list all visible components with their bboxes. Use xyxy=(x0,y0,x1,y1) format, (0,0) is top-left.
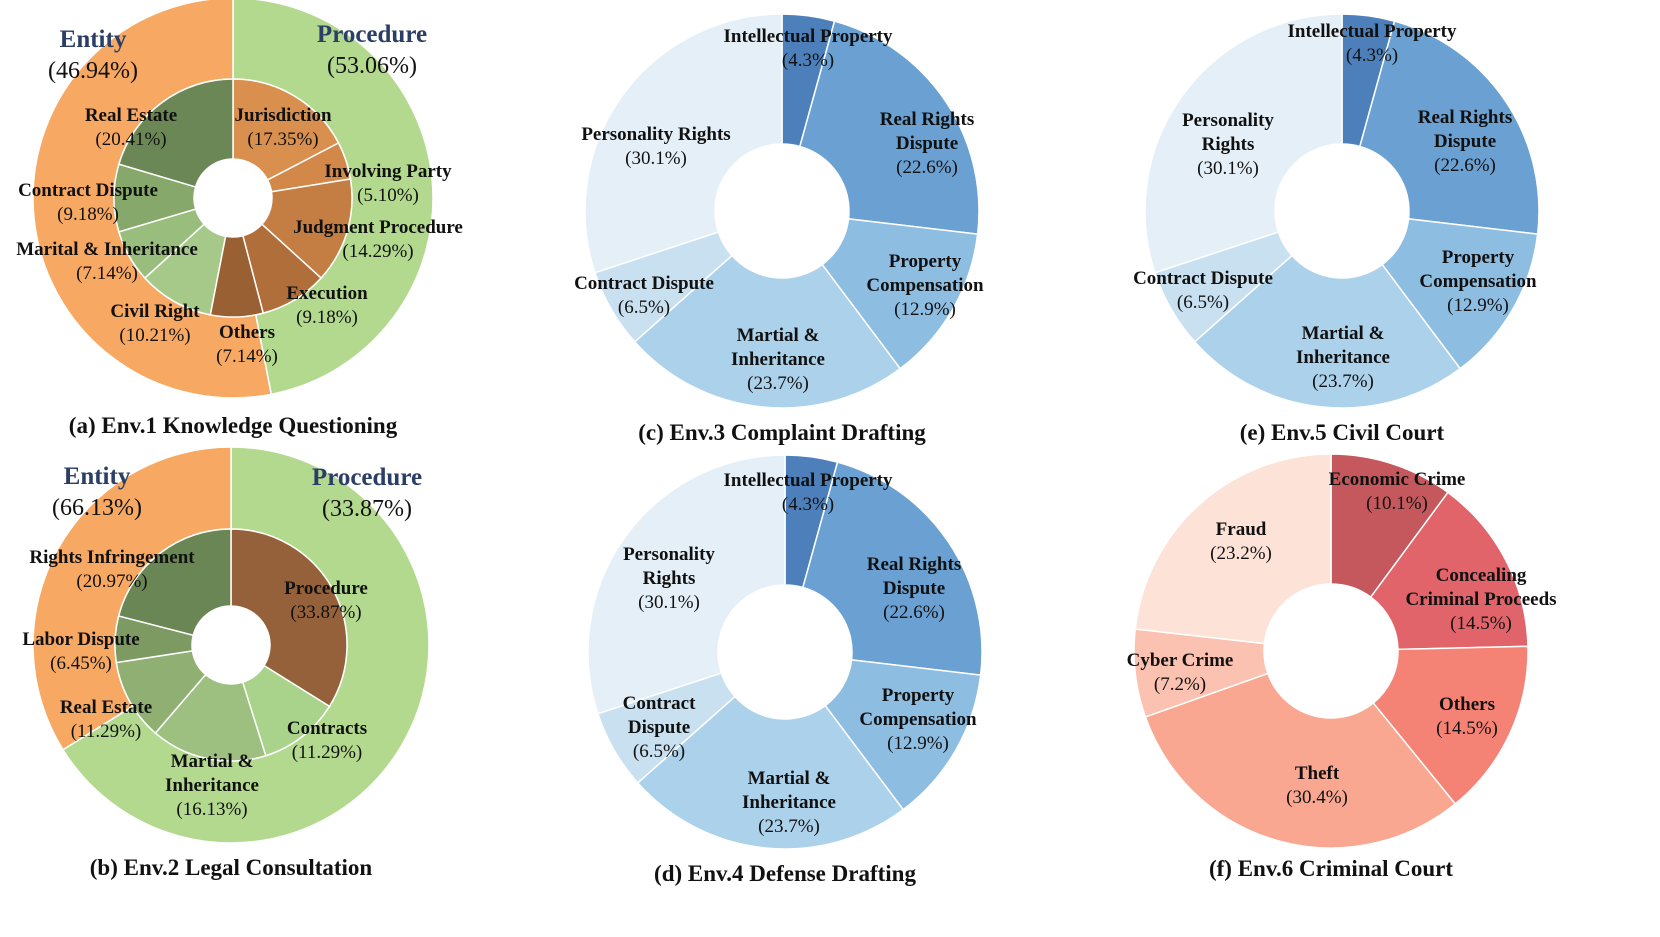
env6-label-cyber-crime: Cyber Crime(7.2%) xyxy=(1127,650,1234,695)
env4-slice-martial-and-inheritance xyxy=(636,695,905,850)
env1-inner-slice-real-estate xyxy=(117,78,234,188)
env1-label-judgment-procedure: Judgment Procedure(14.29%) xyxy=(293,217,463,262)
env2-chart: Entity(66.13%)Procedure(33.87%)Procedure… xyxy=(22,446,430,880)
env2-label-martial-and-inheritance: Martial &Inheritance(16.13%) xyxy=(165,751,259,820)
env5-slice-property-compensation xyxy=(1381,218,1539,370)
env1-label-execution: Execution(9.18%) xyxy=(286,283,368,328)
env2-entity-percent: (66.13%) xyxy=(52,495,142,521)
env4-label-martial-and-inheritance: Martial &Inheritance(23.7%) xyxy=(742,768,836,837)
env1-label-involving-party: Involving Party(5.10%) xyxy=(324,161,452,206)
env2-inner-slice-procedure xyxy=(230,528,348,708)
env1-label-others: Others(7.14%) xyxy=(216,322,278,367)
env1-caption: (a) Env.1 Knowledge Questioning xyxy=(69,413,398,438)
env2-inner-slice-rights-infringement xyxy=(117,528,232,637)
env2-caption: (b) Env.2 Legal Consultation xyxy=(90,855,373,880)
env3-label-contract-dispute: Contract Dispute(6.5%) xyxy=(574,273,714,318)
env5-slice-real-rights-dispute xyxy=(1358,20,1540,235)
env3-caption: (c) Env.3 Complaint Drafting xyxy=(638,420,926,445)
env4-slice-property-compensation xyxy=(824,659,982,811)
env6-label-fraud: Fraud(23.2%) xyxy=(1210,519,1272,564)
env3-slice-property-compensation xyxy=(821,218,979,370)
env1-inner-slice-judgment-procedure xyxy=(260,178,353,280)
env6-slice-fraud xyxy=(1134,453,1332,645)
env3-slice-martial-and-inheritance xyxy=(633,254,902,409)
env4-slice-personality-rights xyxy=(587,454,786,715)
env1-inner-slice-jurisdiction xyxy=(232,78,340,181)
env5-label-martial-and-inheritance: Martial &Inheritance(23.7%) xyxy=(1296,323,1390,392)
env1-entity-percent: (46.94%) xyxy=(48,58,138,84)
env3-slice-real-rights-dispute xyxy=(798,20,980,235)
env3-label-personality-rights: Personality Rights(30.1%) xyxy=(581,124,730,169)
env1-label-jurisdiction: Jurisdiction(17.35%) xyxy=(234,105,332,150)
env1-procedure-heading: Procedure xyxy=(317,21,427,48)
env1-label-real-estate: Real Estate(20.41%) xyxy=(85,105,177,150)
env6-slice-others xyxy=(1372,645,1529,805)
env5-slice-martial-and-inheritance xyxy=(1193,254,1462,409)
env1-label-marital-and-inheritance: Marital & Inheritance(7.14%) xyxy=(16,239,198,284)
env4-slice-real-rights-dispute xyxy=(801,461,983,676)
env2-label-procedure: Procedure(33.87%) xyxy=(284,578,368,623)
env2-inner-slice-martial-and-inheritance xyxy=(154,673,267,762)
env1-entity-heading: Entity xyxy=(60,26,127,53)
env4-caption: (d) Env.4 Defense Drafting xyxy=(654,861,916,886)
env2-label-real-estate: Real Estate(11.29%) xyxy=(60,697,152,742)
env1-chart: Entity (46.94%) Procedure (53.06%) Jurisdict… xyxy=(16,0,463,438)
env6-slice-theft xyxy=(1144,672,1457,849)
env3-label-intellectual-property: Intellectual Property(4.3%) xyxy=(723,26,893,71)
env6-caption: (f) Env.6 Criminal Court xyxy=(1209,856,1453,881)
env2-procedure-heading: Procedure xyxy=(312,464,422,491)
env1-procedure-percent: (53.06%) xyxy=(327,53,417,79)
env2-procedure-percent: (33.87%) xyxy=(322,496,412,522)
env5-label-contract-dispute: Contract Dispute(6.5%) xyxy=(1133,268,1273,313)
env5-label-intellectual-property: Intellectual Property(4.3%) xyxy=(1287,21,1457,66)
env2-entity-heading: Entity xyxy=(64,463,131,490)
env1-label-contract-dispute: Contract Dispute(9.18%) xyxy=(18,180,158,225)
env2-label-contracts: Contracts(11.29%) xyxy=(287,718,367,763)
env6-label-theft: Theft(30.4%) xyxy=(1286,763,1348,808)
env6-label-others: Others(14.5%) xyxy=(1436,694,1498,739)
env5-caption: (e) Env.5 Civil Court xyxy=(1240,420,1445,445)
env4-label-intellectual-property: Intellectual Property(4.3%) xyxy=(723,470,893,515)
env2-label-rights-infringement: Rights Infringement(20.97%) xyxy=(29,547,195,592)
env6-label-economic-crime: Economic Crime(10.1%) xyxy=(1329,469,1466,514)
env6-slice-concealing-criminal-proceeds xyxy=(1369,491,1529,651)
env1-label-civil-right: Civil Right(10.21%) xyxy=(110,301,200,346)
env2-label-labor-dispute: Labor Dispute(6.45%) xyxy=(22,629,139,674)
env3-label-martial-and-inheritance: Martial &Inheritance(23.7%) xyxy=(731,325,825,394)
env3-slice-personality-rights xyxy=(584,13,783,274)
env5-slice-personality-rights xyxy=(1144,13,1343,274)
